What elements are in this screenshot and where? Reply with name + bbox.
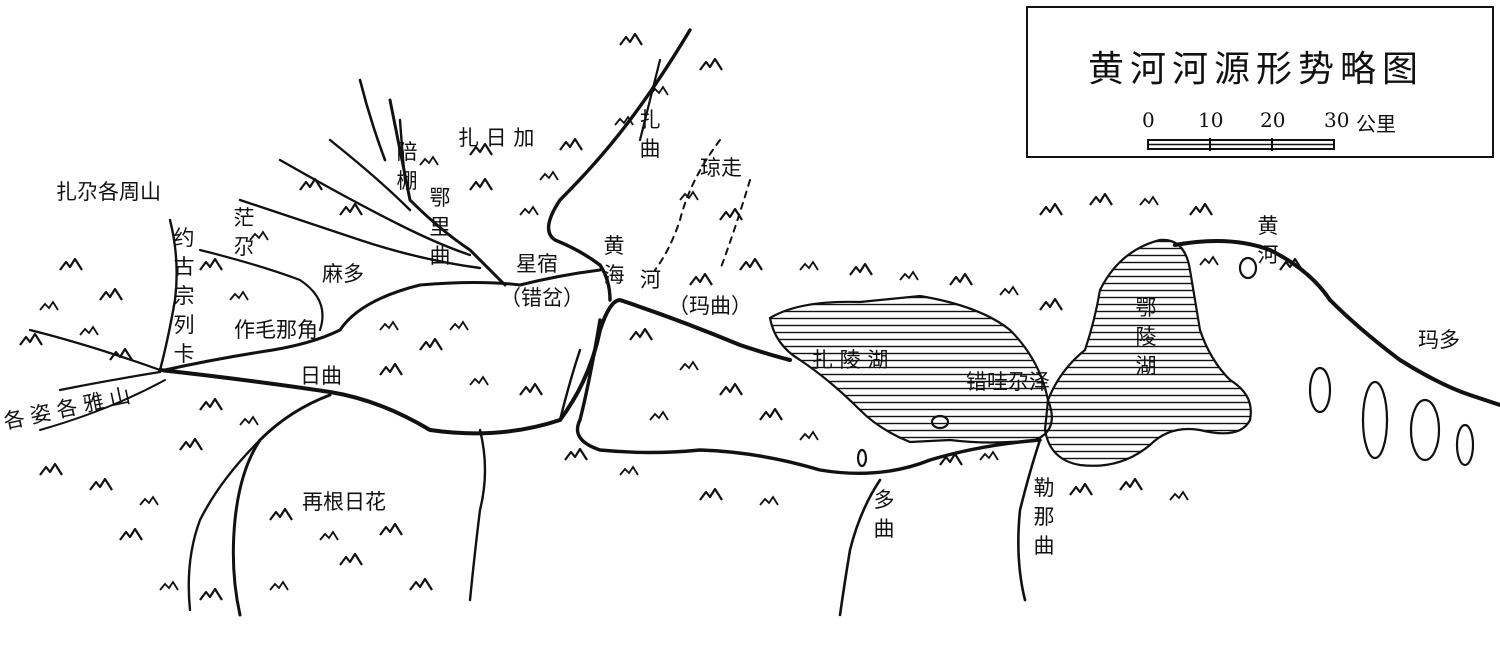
main-course-south xyxy=(575,318,1042,476)
eastern-ponds xyxy=(856,256,1475,468)
label-zhaling-lake: 扎 陵 湖 xyxy=(812,348,889,372)
eling-lake xyxy=(1043,238,1252,467)
label-qiongzou: 琼走 xyxy=(700,156,742,180)
label-maduo-ma: 麻多 xyxy=(322,262,364,286)
scale-tick-10: 10 xyxy=(1198,108,1224,132)
scale-bar xyxy=(1147,138,1335,151)
legend-box: 黄河河源形势略图 0 10 20 30 公里 xyxy=(1026,6,1494,158)
label-riqu: 日曲 xyxy=(300,364,342,388)
yellow-river-main xyxy=(158,298,792,436)
label-zuomaonajiao: 作毛那角 xyxy=(234,318,318,342)
label-eling-lake: 鄂陵湖 xyxy=(1135,296,1157,378)
label-xingxiu: 星宿 xyxy=(516,252,558,276)
scale-tick-0: 0 xyxy=(1142,108,1155,132)
label-cuowaerze: 错哇尕泽 xyxy=(966,370,1050,394)
label-zhaduogezhou-mountain: 扎尕各周山 xyxy=(56,180,161,204)
zaigen-river xyxy=(231,393,332,617)
label-zarijia: 扎 日 加 xyxy=(458,126,535,150)
label-zhaqu: 扎曲 xyxy=(639,108,661,161)
yellow-river-east xyxy=(1173,239,1500,407)
map-title: 黄河河源形势略图 xyxy=(1088,49,1425,90)
label-zaigenrihua: 再根日花 xyxy=(302,490,386,514)
label-lenaqu: 勒那曲 xyxy=(1033,476,1055,558)
label-yueguzonglieka: 约古宗列卡 xyxy=(173,226,195,366)
label-eliqu: 鄂里曲 xyxy=(429,186,451,268)
label-huanghe-he: 河 xyxy=(640,268,661,292)
label-cuocha: （错岔） xyxy=(500,286,584,310)
label-qipeng: 陪棚 xyxy=(396,140,418,193)
scale-tick-30: 30 xyxy=(1324,108,1350,132)
label-huanghai: 黄海 xyxy=(603,234,625,287)
lenaqu-river xyxy=(1017,438,1042,602)
riqu-river xyxy=(163,268,602,372)
label-duoqu: 多曲 xyxy=(873,488,895,541)
scale-tick-20: 20 xyxy=(1260,108,1286,132)
label-mangcang: 茫尕 xyxy=(233,206,255,259)
label-maqu: （玛曲） xyxy=(668,294,752,318)
eliqu-river xyxy=(388,98,507,287)
duoqu-river xyxy=(838,478,882,617)
scale-unit: 公里 xyxy=(1356,112,1396,136)
label-maduo: 玛多 xyxy=(1418,328,1460,352)
label-huanghe-right: 黄河 xyxy=(1257,214,1279,267)
zhaqu-river xyxy=(546,28,692,302)
